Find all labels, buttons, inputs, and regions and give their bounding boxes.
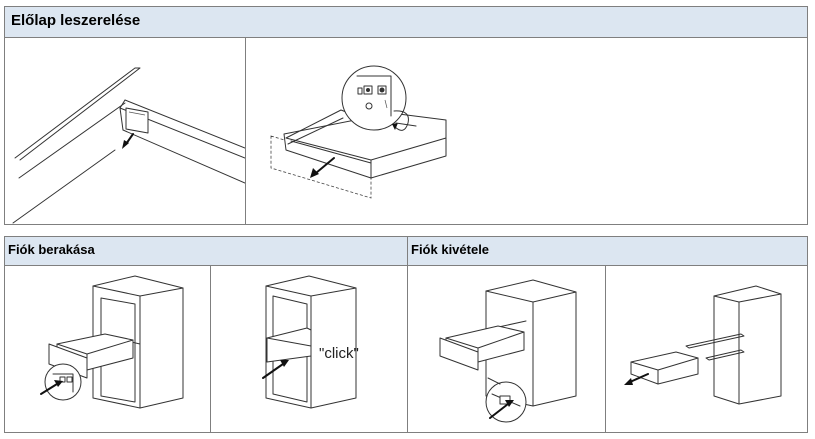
click-label: "click" [319, 345, 359, 362]
drawer-insertion-section: Fiók berakása [4, 236, 408, 433]
front-panel-removal-section: Előlap leszerelése [4, 6, 808, 225]
section-header: Fiók berakása [5, 237, 407, 266]
insert-step-illustration [5, 266, 210, 433]
divider [245, 38, 246, 224]
release-step-illustration [408, 266, 605, 433]
section-title: Fiók berakása [8, 242, 95, 257]
front-clip-illustration [5, 38, 245, 225]
click-step-illustration: "click" [211, 266, 408, 433]
divider [605, 266, 606, 432]
section-title: Előlap leszerelése [11, 12, 141, 29]
divider [210, 266, 211, 432]
section-header: Előlap leszerelése [5, 7, 807, 38]
drawer-removal-section: Fiók kivétele [407, 236, 808, 433]
drawer-detail-illustration [246, 38, 807, 225]
pull-out-step-illustration [606, 266, 808, 433]
section-header: Fiók kivétele [408, 237, 807, 266]
section-title: Fiók kivétele [411, 242, 490, 257]
